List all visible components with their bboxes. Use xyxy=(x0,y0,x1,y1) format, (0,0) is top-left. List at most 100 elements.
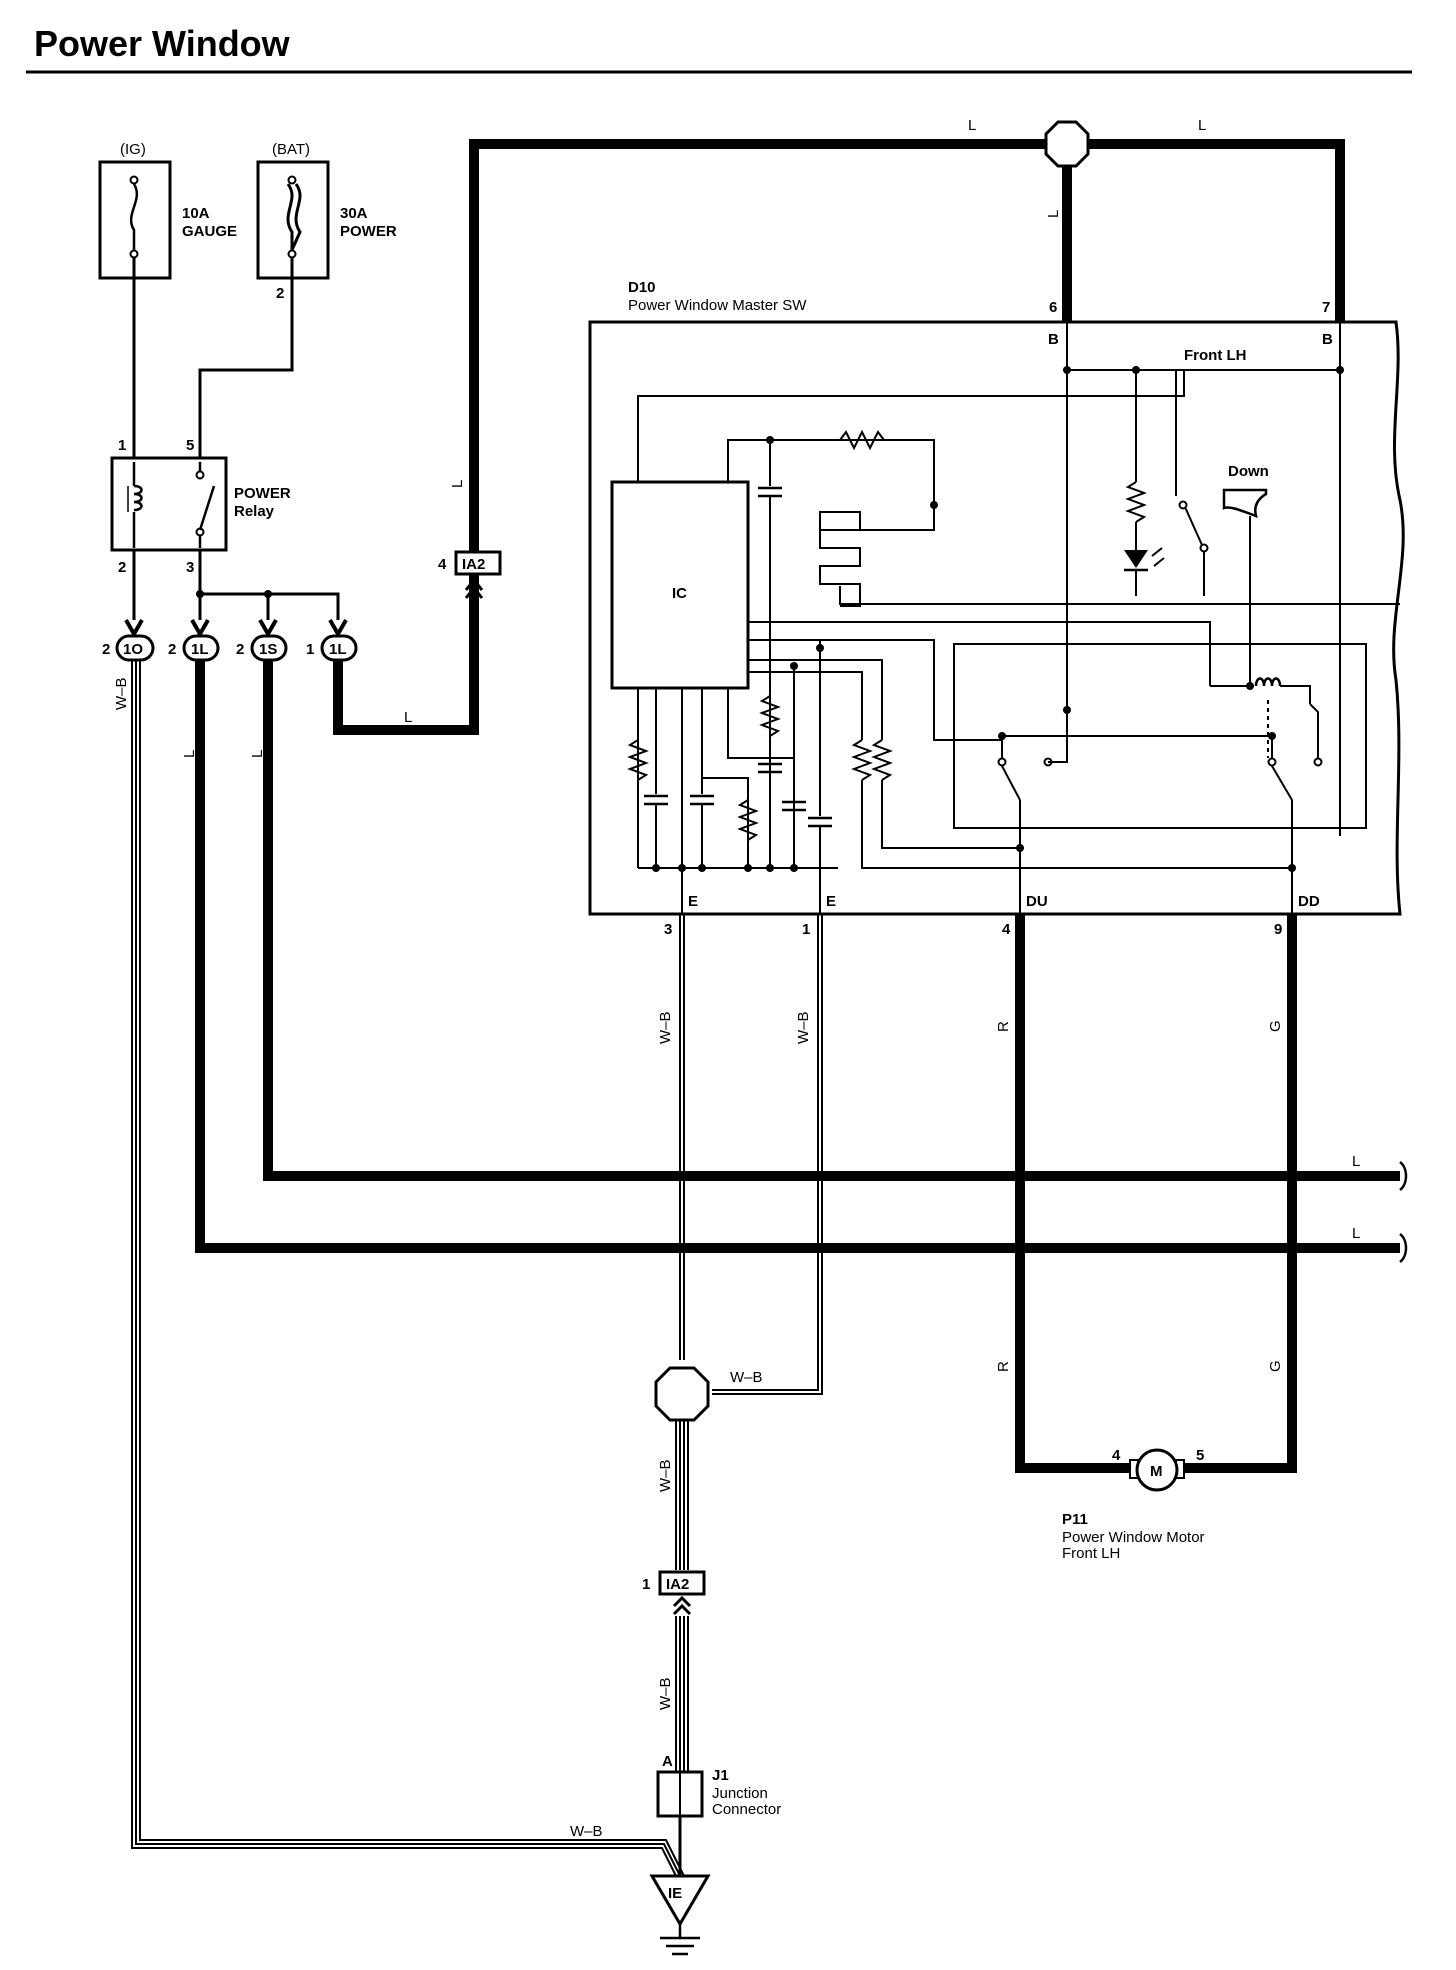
jc-1s-code: 1S xyxy=(259,641,277,658)
fuse-gauge: (IG) 10A GAUGE xyxy=(98,141,237,280)
resistor-icon xyxy=(737,799,759,841)
ic-label: IC xyxy=(672,585,687,602)
wire-wb-1o xyxy=(131,660,685,1877)
wire-label-wb: W–B xyxy=(657,1459,674,1492)
splice-dot xyxy=(1336,366,1344,374)
wire-label-r: R xyxy=(995,1361,1012,1372)
ia2-top-code: IA2 xyxy=(462,556,485,573)
wire-wb-e1 xyxy=(679,914,685,1360)
resistor-icon xyxy=(839,429,885,451)
switch-contact xyxy=(997,757,1007,767)
pin-4: 4 xyxy=(1002,921,1011,938)
ground-ie: IE xyxy=(649,1874,711,1956)
splice-dot xyxy=(1063,706,1071,714)
wire-r xyxy=(1015,914,1134,1473)
fuse-power-source: (BAT) xyxy=(272,141,310,158)
splice-dot xyxy=(698,864,706,872)
jc-1l-a-code: 1L xyxy=(191,641,209,658)
wire-wb-to-ia2 xyxy=(675,1420,689,1570)
relay-pin2: 2 xyxy=(118,559,126,576)
coil-icon xyxy=(1254,677,1282,687)
wire-label-g: G xyxy=(1267,1020,1284,1032)
fuse-gauge-name: GAUGE xyxy=(182,223,237,240)
ic-output-line xyxy=(748,621,1211,686)
motor-icon xyxy=(1135,1448,1179,1492)
wire-relay-bus xyxy=(200,592,340,620)
j1-name2: Connector xyxy=(712,1801,781,1818)
splice-dot xyxy=(1246,682,1254,690)
led-resistor xyxy=(1125,481,1147,523)
wire-label-l: L xyxy=(1352,1153,1360,1170)
du-dd-line xyxy=(881,780,1020,849)
splice-dot xyxy=(790,864,798,872)
switch-lever xyxy=(1271,765,1293,801)
switch-contact xyxy=(1199,543,1209,553)
splice-dot xyxy=(744,864,752,872)
wire-l-main xyxy=(333,139,1345,735)
ia2-bottom-pin: 1 xyxy=(642,1576,650,1593)
du-dd-line xyxy=(861,780,1292,869)
master-switch-code: D10 xyxy=(628,279,656,296)
inner-switch-box xyxy=(953,643,1367,829)
heater-line xyxy=(839,586,1210,605)
wire-label-l: L xyxy=(404,709,412,726)
wire-g xyxy=(1180,914,1297,1473)
jc-1l-b: 1L 1 xyxy=(306,619,358,662)
jc-1s: 1S 2 xyxy=(236,619,288,662)
wire-label-wb: W–B xyxy=(657,1677,674,1710)
splice-dot xyxy=(1063,366,1071,374)
ia2-bottom-connector: IA2 1 xyxy=(642,1570,706,1616)
window-switch-knob-icon xyxy=(1222,488,1268,519)
switch-lever xyxy=(1001,765,1021,801)
switch-lever xyxy=(1184,506,1203,546)
wire-label-wb: W–B xyxy=(657,1011,674,1044)
jc-1l-a-pin: 2 xyxy=(168,641,176,658)
jc-1o-code: 1O xyxy=(123,641,143,658)
wire-wb-e2 xyxy=(712,914,823,1395)
switch-contact xyxy=(1178,500,1188,510)
ground-net-line xyxy=(702,777,749,868)
motor-pin4: 4 xyxy=(1112,1447,1121,1464)
wire-l-1l xyxy=(195,660,1400,1253)
wire-label-l: L xyxy=(1352,1225,1360,1242)
relay-name: POWER xyxy=(234,485,291,502)
ia2-top-pin: 4 xyxy=(438,556,447,573)
wire-label-l: L xyxy=(1045,210,1062,218)
terminal-du: DU xyxy=(1026,893,1048,910)
page-title: Power Window xyxy=(34,23,291,64)
splice-dot xyxy=(264,590,272,598)
wire-label-wb: W–B xyxy=(795,1011,812,1044)
ground-net-line xyxy=(727,688,795,868)
wire-label-l: L xyxy=(249,750,266,758)
led-icon xyxy=(1124,550,1148,568)
ic-signal-line xyxy=(727,439,935,505)
wire-continuation-break xyxy=(1399,1161,1408,1263)
ia2-bottom-code: IA2 xyxy=(666,1576,689,1593)
master-switch: D10 Power Window Master SW 6 7 B B Front… xyxy=(588,279,1405,938)
wire-label-l: L xyxy=(968,117,976,134)
j1-pin: A xyxy=(662,1753,673,1770)
wire-label-g: G xyxy=(1267,1360,1284,1372)
jc-1l-b-pin: 1 xyxy=(306,641,314,658)
relay-name2: Relay xyxy=(234,503,275,520)
wire-label-wb: W–B xyxy=(113,677,130,710)
wire-label-l: L xyxy=(181,750,198,758)
power-relay: 1 5 POWER Relay 2 3 xyxy=(110,437,291,576)
heater-element-icon xyxy=(819,505,935,607)
motor-pin5: 5 xyxy=(1196,1447,1204,1464)
splice-dot xyxy=(766,864,774,872)
ia2-top-connector: IA2 4 xyxy=(438,550,502,599)
wire-label-wb: W–B xyxy=(570,1823,603,1840)
pin-7: 7 xyxy=(1322,299,1330,316)
terminal-e1: E xyxy=(688,893,698,910)
fuse-power-name: POWER xyxy=(340,223,397,240)
wire-label-l: L xyxy=(449,480,466,488)
jc-1l-a: 1L 2 xyxy=(168,619,220,662)
j1-name: Junction xyxy=(712,1785,768,1802)
led-light-icon xyxy=(1151,547,1165,567)
splice-dot xyxy=(652,864,660,872)
relay-pin3: 3 xyxy=(186,559,194,576)
ic-output-line xyxy=(748,659,883,740)
terminal-dd: DD xyxy=(1298,893,1320,910)
motor-symbol: M xyxy=(1150,1463,1163,1480)
